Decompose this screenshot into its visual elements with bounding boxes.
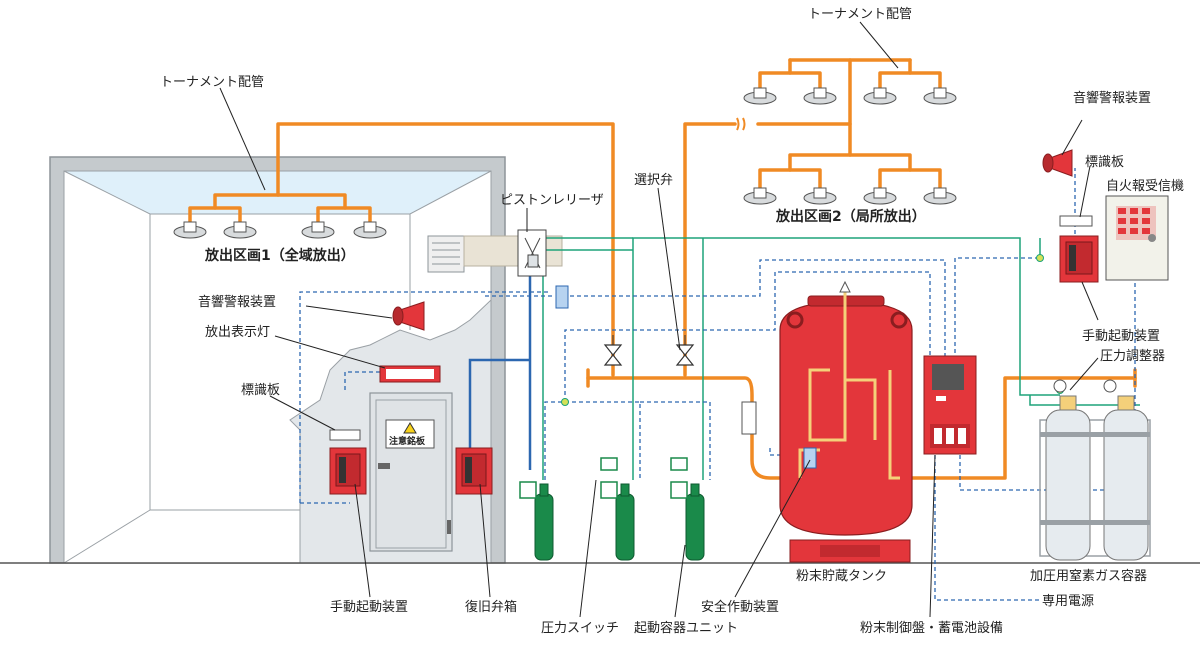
label-safety-device: 安全作動装置: [701, 599, 779, 615]
piston-releaser-icon: [517, 229, 547, 277]
label-reset-valve-box: 復旧弁箱: [465, 599, 517, 615]
nozzle-icon: [863, 87, 897, 105]
label-pressure-switch: 圧力スイッチ: [541, 621, 619, 636]
label-manual-start-right: 手動起動装置: [1082, 329, 1160, 344]
nozzle-icon: [743, 87, 777, 105]
label-selector-valve: 選択弁: [634, 173, 673, 188]
label-alarm-left: 音響警報装置: [198, 294, 276, 310]
nozzle-icon: [173, 221, 207, 239]
pressure-detector-icon: [555, 285, 569, 309]
tank-gauge-icon: [741, 401, 757, 435]
manual-start-device-left: [329, 447, 367, 495]
label-sign-left: 標識板: [241, 383, 280, 398]
selector-valve-icon: [675, 335, 695, 366]
caution-plate: [385, 419, 435, 449]
nozzle-icon: [743, 187, 777, 205]
start-container-unit: [519, 457, 705, 561]
blue-solid-lines: [468, 270, 532, 470]
pipe-break-symbol: [736, 117, 746, 131]
fire-alarm-receiver: [1105, 195, 1169, 281]
label-dedicated-power: 専用電源: [1042, 594, 1094, 609]
sign-plate-right: [1059, 215, 1093, 227]
nozzle-icon: [803, 87, 837, 105]
label-powder-control-panel: 粉末制御盤・蓄電池設備: [860, 620, 1003, 636]
text-labels: トーナメント配管 トーナメント配管 放出区画1（全域放出） 放出区画2（局所放出…: [160, 7, 1184, 636]
label-nitrogen-container: 加圧用窒素ガス容器: [1030, 568, 1147, 584]
label-manual-start-left: 手動起動装置: [330, 600, 408, 615]
label-tournament-top: トーナメント配管: [808, 7, 912, 22]
label-zone2: 放出区画2（局所放出）: [775, 208, 926, 225]
nozzle-icon: [923, 87, 957, 105]
label-start-container-unit: 起動容器ユニット: [634, 620, 738, 636]
nozzles: [173, 87, 957, 239]
leader-lines: [219, 21, 1099, 618]
reset-valve-box: [455, 447, 493, 495]
label-powder-tank: 粉末貯蔵タンク: [796, 569, 887, 584]
powder-control-panel: [923, 355, 977, 455]
nozzle-icon: [301, 221, 335, 239]
nozzle-icon: [923, 187, 957, 205]
label-tournament-left: トーナメント配管: [160, 75, 264, 90]
nozzle-icon: [223, 221, 257, 239]
label-caution-plate: 注意銘板: [389, 435, 426, 447]
room-zone-1: [0, 156, 1200, 564]
nozzle-icon: [353, 221, 387, 239]
alarm-speaker-icon: [392, 301, 425, 331]
gauge-icon: [1103, 379, 1117, 393]
safety-device-icon: [803, 447, 817, 469]
nozzle-icon: [863, 187, 897, 205]
selector-valve-icon: [603, 335, 623, 366]
alarm-speaker-icon: [1042, 149, 1073, 177]
discharge-indicator-lamp: [379, 365, 441, 383]
label-discharge-lamp: 放出表示灯: [205, 325, 270, 340]
vent-arrow-icon: [839, 280, 851, 293]
label-sign-right: 標識板: [1085, 155, 1124, 170]
label-alarm-right: 音響警報装置: [1073, 90, 1151, 106]
label-zone1: 放出区画1（全域放出）: [204, 247, 355, 264]
label-fire-receiver: 自火報受信機: [1106, 179, 1184, 194]
label-pressure-regulator: 圧力調整器: [1100, 349, 1165, 364]
nozzle-icon: [803, 187, 837, 205]
gauge-icon: [1053, 379, 1067, 393]
powder-storage-tank: [779, 280, 913, 563]
sign-plate-left: [329, 429, 361, 441]
label-piston-releaser: ピストンレリーザ: [500, 193, 604, 208]
manual-start-device-right: [1059, 235, 1099, 283]
warning-triangle-icon: [403, 422, 417, 434]
nitrogen-gas-containers: [1039, 379, 1151, 561]
